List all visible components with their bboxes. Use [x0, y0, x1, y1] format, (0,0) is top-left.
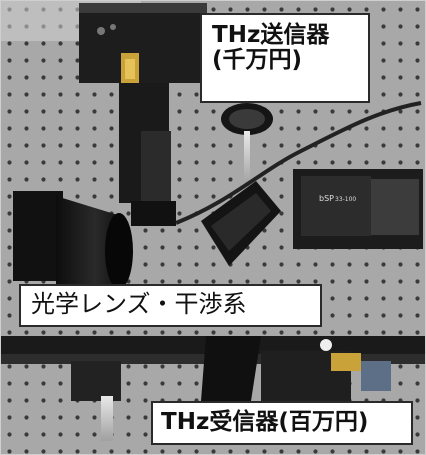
- thz-receiver-label: THz受信器(百万円): [151, 401, 413, 445]
- optics-label: 光学レンズ・干渉系: [19, 284, 322, 327]
- thz-receiver: [201, 336, 391, 401]
- thz-transmitter-label: THz送信器 (千万円): [200, 13, 370, 103]
- transmitter-line-2: (千万円): [212, 46, 303, 73]
- linear-stage: bSP 33-100: [293, 169, 423, 249]
- mirror-mount: [221, 103, 273, 186]
- optical-lens: [13, 191, 133, 296]
- stage-model: 33-100: [335, 196, 356, 203]
- thz-transmitter: [79, 3, 207, 83]
- stage-brand: bSP: [319, 194, 334, 203]
- transmitter-line-1: THz送信器: [212, 22, 330, 48]
